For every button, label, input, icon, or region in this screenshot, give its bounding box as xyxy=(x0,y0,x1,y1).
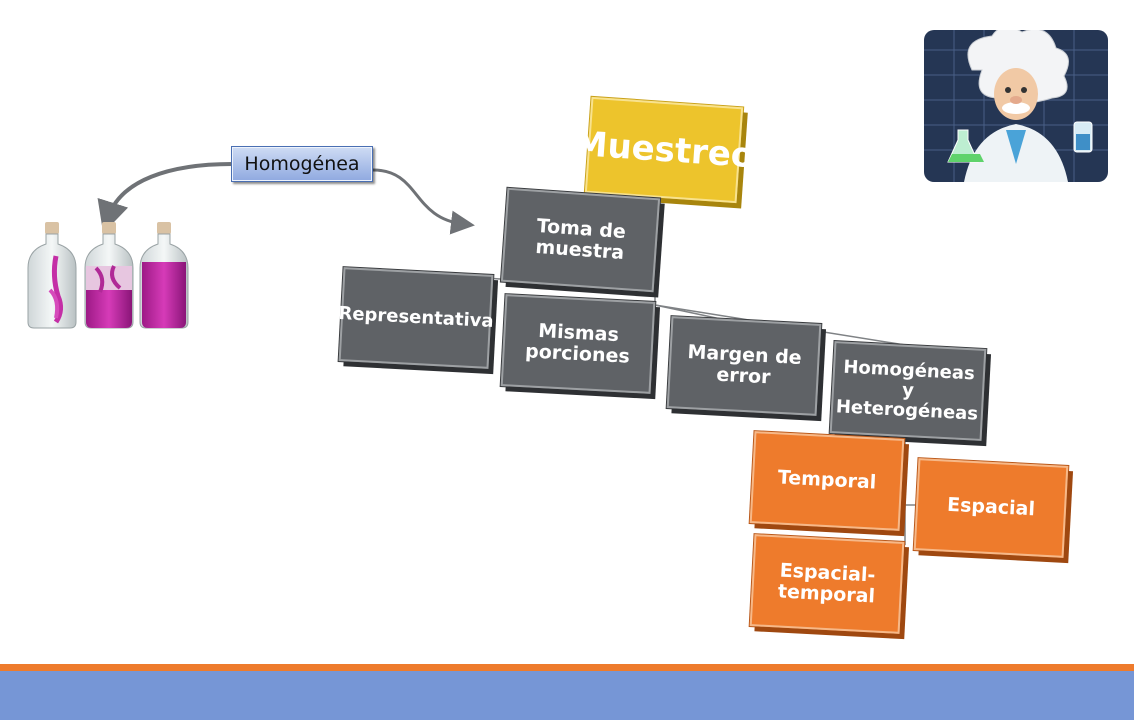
node-espacial-temporal: Espacial- temporal xyxy=(749,534,905,634)
bottles-icon xyxy=(27,222,189,329)
node-mismas-porciones: Mismas porciones xyxy=(500,294,656,394)
arrow-to-diagram xyxy=(372,168,475,235)
footer-band xyxy=(0,671,1134,720)
homogeneous-label: Homogénea xyxy=(231,146,373,182)
node-temporal: Temporal xyxy=(749,431,905,531)
node-espacial: Espacial xyxy=(913,458,1069,558)
arrow-to-bottles xyxy=(97,162,233,234)
node-representativa: Representativa xyxy=(338,267,494,369)
node-homogeneas-y-heterogeneas: Homogéneas y Heterogéneas xyxy=(829,341,987,441)
scientist-icon xyxy=(924,30,1108,182)
footer-stripe xyxy=(0,664,1134,671)
node-toma-de-muestra: Toma de muestra xyxy=(500,187,661,293)
node-margen-de-error: Margen de error xyxy=(666,316,822,416)
node-muestreo: Muestreo xyxy=(572,96,756,204)
